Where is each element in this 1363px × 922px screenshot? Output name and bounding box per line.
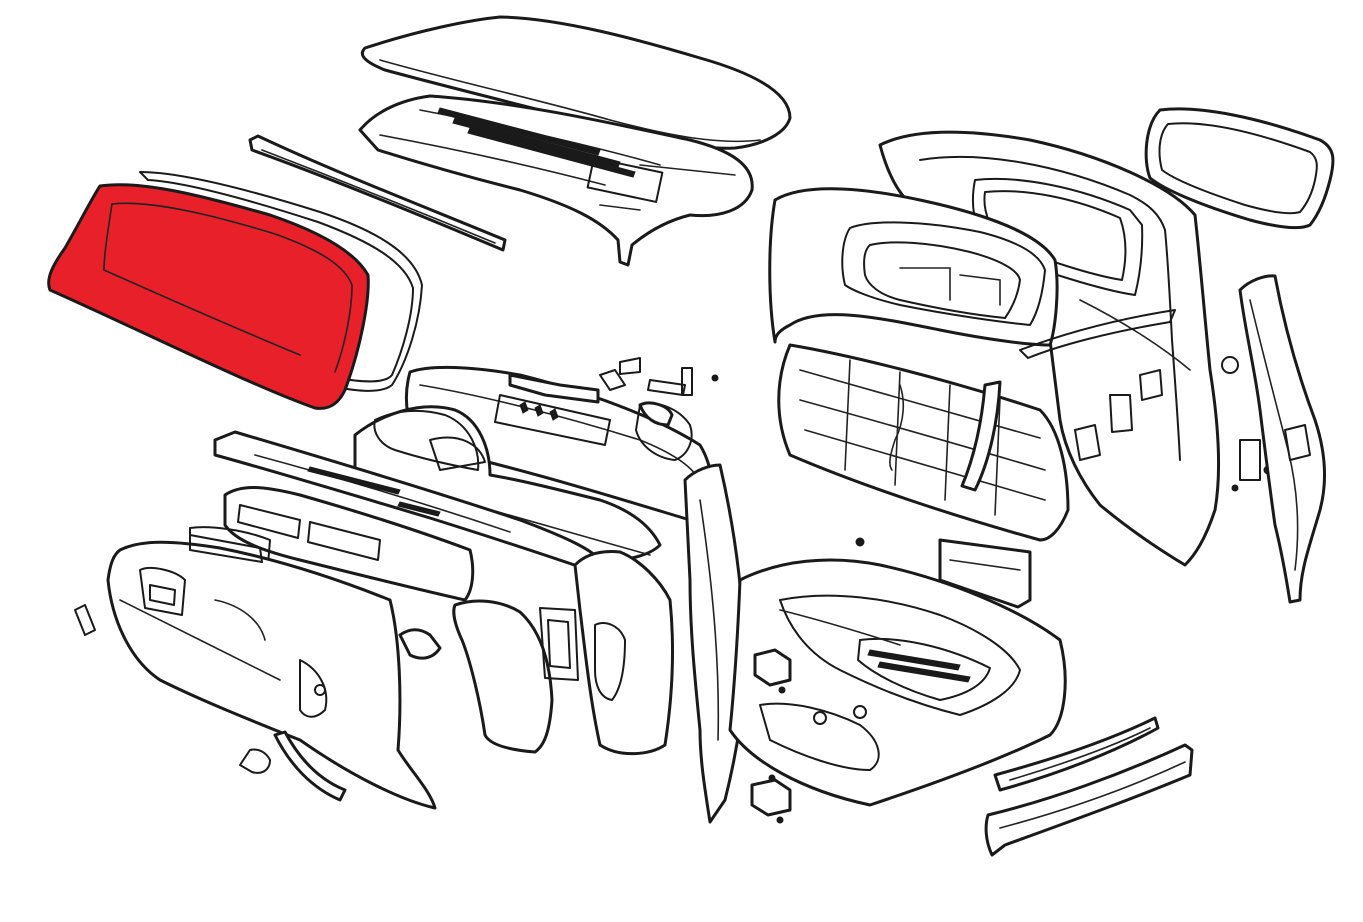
b-pillar: [1238, 274, 1327, 604]
seat-back-support: [777, 343, 1070, 542]
back-window-seal: [1144, 107, 1335, 230]
firewall: [189, 486, 475, 602]
roof-inner-panel: [358, 94, 754, 267]
rocker-panel: [984, 743, 1194, 857]
rocker-sill-plate: [993, 716, 1160, 792]
kick-panel: [74, 540, 437, 810]
windshield-upper-trim: [248, 134, 507, 252]
roof-panel: [360, 15, 792, 150]
small-brackets: [189, 357, 693, 660]
hinges: [750, 648, 792, 824]
back-panel-inner: [768, 187, 1176, 359]
a-pillar: [452, 463, 747, 824]
windshield-glass: [47, 183, 370, 410]
floor-pan: [728, 558, 1067, 807]
